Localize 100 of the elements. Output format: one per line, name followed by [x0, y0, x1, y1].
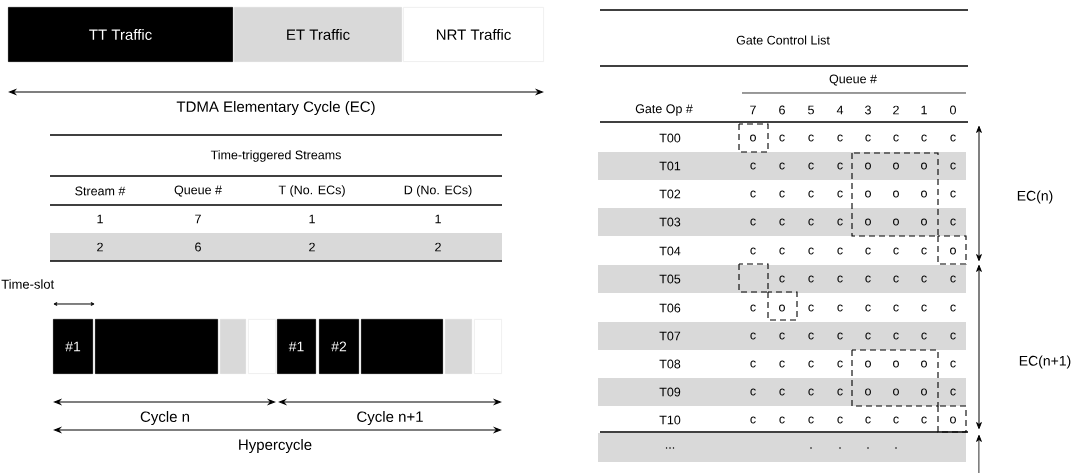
table-cell: c	[779, 190, 785, 198]
table-cell: c	[837, 360, 843, 368]
time-slot	[361, 319, 443, 374]
table-title: Gate Control List	[736, 35, 830, 45]
table-cell: c	[837, 332, 843, 340]
table-cell: 2	[97, 242, 103, 252]
traffic-segment: ET Traffic	[234, 7, 402, 62]
table-cell: c	[808, 162, 814, 170]
table-cell: c	[865, 247, 871, 255]
row-label: T08	[659, 359, 681, 369]
table-cell: c	[865, 332, 871, 340]
column-header: 4	[836, 105, 844, 115]
table-cell: c	[921, 134, 927, 142]
table-cell: c	[779, 134, 785, 142]
row-label: T01	[659, 161, 681, 171]
dimension-label: TDMA Elementary Cycle (EC)	[176, 101, 375, 115]
table-cell: c	[808, 388, 814, 396]
dimension-label: Cycle n+1	[357, 411, 423, 425]
table-cell: c	[808, 190, 814, 198]
column-header: 3	[865, 105, 871, 115]
row-label: T03	[659, 217, 681, 227]
table-cell: c	[808, 304, 814, 312]
table-cell: o	[921, 162, 927, 170]
column-header: 6	[779, 105, 785, 115]
column-header: 7	[750, 105, 756, 115]
row-label: T02	[659, 189, 681, 199]
table-cell: c	[893, 416, 899, 424]
column-header: Gate Op #	[635, 104, 693, 116]
table-cell: c	[950, 360, 956, 368]
table-cell: o	[779, 304, 785, 312]
time-slot: #1	[53, 319, 93, 374]
dimension-label: EC(n)	[1017, 190, 1053, 204]
dimension-label: Hypercycle	[239, 439, 312, 453]
table-cell: o	[921, 360, 927, 368]
table-cell: c	[837, 218, 843, 226]
table-cell: c	[950, 218, 956, 226]
column-header: Queue #	[174, 185, 222, 197]
table-cell: o	[865, 190, 871, 198]
column-header: 5	[808, 105, 814, 115]
table-cell: c	[950, 332, 956, 340]
table-cell: o	[921, 190, 927, 198]
time-slot: #1	[277, 319, 316, 374]
row-label: T07	[659, 331, 681, 341]
table-cell: .	[895, 447, 897, 449]
table-cell: c	[865, 134, 871, 142]
table-cell: c	[921, 247, 927, 255]
table-cell: c	[893, 304, 899, 312]
row-label: T05	[659, 274, 681, 284]
table-cell: c	[837, 134, 843, 142]
table-cell: c	[808, 360, 814, 368]
table-cell: c	[750, 332, 756, 340]
row-label: T00	[659, 133, 681, 143]
table-cell: c	[837, 275, 843, 283]
table-cell: c	[808, 332, 814, 340]
table-cell: c	[779, 332, 785, 340]
table-cell: c	[865, 416, 871, 424]
table-cell: 7	[195, 214, 201, 224]
table-cell: c	[750, 162, 756, 170]
table-title: Time-triggered Streams	[210, 150, 341, 162]
dimension-label: EC(n+1)	[1019, 355, 1071, 369]
table-cell: 1	[97, 214, 103, 224]
table-cell: c	[779, 162, 785, 170]
table-cell: o	[750, 134, 756, 142]
table-cell: o	[865, 162, 871, 170]
time-slot: #2	[319, 319, 359, 374]
table-cell: c	[808, 275, 814, 283]
table-cell: c	[950, 190, 956, 198]
table-cell: .	[810, 447, 812, 449]
table-cell: o	[865, 218, 871, 226]
table-cell: 6	[195, 242, 201, 252]
table-cell: 1	[435, 214, 441, 224]
table-cell: c	[837, 190, 843, 198]
table-cell: c	[893, 332, 899, 340]
column-header: D (No. ECs)	[404, 185, 472, 197]
dimension-label: Cycle n	[140, 411, 190, 425]
column-header: T (No. ECs)	[278, 185, 345, 197]
table-cell: c	[950, 388, 956, 396]
table-cell: c	[865, 304, 871, 312]
table-cell: c	[779, 416, 785, 424]
row-label: T04	[659, 246, 681, 256]
table-cell: c	[950, 162, 956, 170]
time-slot	[445, 319, 472, 374]
table-cell: o	[865, 360, 871, 368]
time-slot	[220, 319, 246, 374]
table-cell: c	[779, 360, 785, 368]
table-cell: c	[837, 247, 843, 255]
table-cell: o	[893, 162, 899, 170]
column-header: 0	[950, 105, 956, 115]
table-cell: c	[893, 134, 899, 142]
table-cell: o	[950, 416, 956, 424]
row-label: T10	[659, 415, 681, 425]
table-cell: c	[750, 218, 756, 226]
traffic-segment: TT Traffic	[8, 7, 233, 62]
table-cell: c	[750, 388, 756, 396]
time-slot	[95, 319, 218, 374]
table-cell: c	[808, 416, 814, 424]
table-cell: c	[950, 134, 956, 142]
table-cell: o	[893, 218, 899, 226]
table-cell: o	[893, 360, 899, 368]
table-cell: c	[950, 304, 956, 312]
